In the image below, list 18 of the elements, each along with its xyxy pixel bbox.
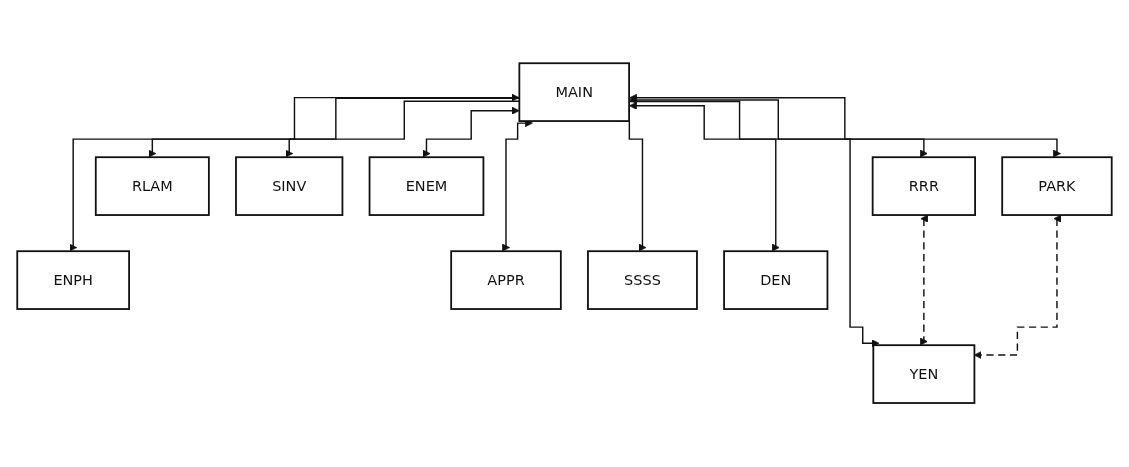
arrow	[919, 215, 928, 346]
arrow	[629, 94, 1061, 158]
node-box: MAIN	[518, 62, 631, 123]
arrow	[69, 94, 520, 252]
arrow	[502, 119, 533, 252]
arrow	[422, 107, 520, 158]
node-box: ENPH	[16, 250, 131, 311]
arrow	[629, 102, 780, 252]
node-box: SSSS	[587, 250, 698, 311]
node-box: RLAM	[94, 156, 210, 217]
node-box: SINV	[235, 156, 344, 217]
node-box: ENEM	[368, 156, 485, 217]
node-box: APPR	[450, 250, 562, 311]
node-box: DEN	[723, 250, 829, 311]
node-box: YEN	[872, 344, 976, 405]
node-box: PARK	[1001, 156, 1113, 217]
arrow	[629, 96, 928, 158]
node-box: RRR	[871, 156, 976, 217]
